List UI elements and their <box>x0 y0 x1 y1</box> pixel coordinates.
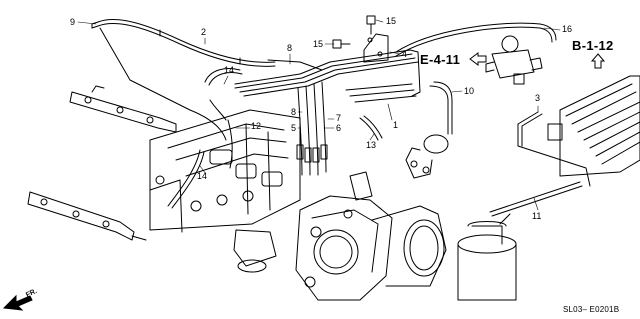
reference-e-4-11: E-4-11 <box>420 52 461 67</box>
callout-8-top: 8 <box>287 43 293 53</box>
vacuum-tube-2 <box>91 18 276 67</box>
fuel-rail-upper <box>69 85 177 133</box>
tube-13 <box>359 115 383 141</box>
solenoid-valve <box>485 35 543 85</box>
tube-11 <box>489 181 583 217</box>
callout-9: 9 <box>70 17 76 27</box>
reference-b-1-12: B-1-12 <box>572 38 614 53</box>
solid-arrow-down-left-icon <box>2 294 33 311</box>
bolt-15-left <box>332 39 351 49</box>
harness-line <box>99 27 227 141</box>
callout-10: 10 <box>464 86 475 96</box>
throttle-body <box>295 171 447 301</box>
egr-valve <box>405 134 449 179</box>
charcoal-canister <box>457 213 517 301</box>
callout-1: 1 <box>393 120 399 130</box>
callout-8-mid: 8 <box>291 107 297 117</box>
callout-2: 2 <box>201 27 207 37</box>
vacuum-tube-14 <box>167 68 243 209</box>
callout-14-bottom: 14 <box>197 171 208 181</box>
callout-12: 12 <box>251 121 262 131</box>
vertical-tubes <box>296 81 328 176</box>
intake-manifold <box>149 109 301 273</box>
callout-3: 3 <box>535 93 541 103</box>
bolt-15-top <box>366 15 376 35</box>
callout-15-top: 15 <box>386 16 397 26</box>
tube-bundle <box>234 49 421 103</box>
fuel-rail-lower <box>27 191 147 241</box>
callout-16: 16 <box>562 24 573 34</box>
engine-block <box>547 75 640 177</box>
callout-7: 7 <box>336 113 342 123</box>
hollow-arrow-up-icon <box>590 53 606 69</box>
diagram-code: SL03– E0201B <box>563 305 620 314</box>
callout-4: 4 <box>402 49 408 59</box>
leader-lines <box>77 19 561 211</box>
hollow-arrow-left-icon <box>469 52 487 66</box>
callout-11: 11 <box>532 211 542 221</box>
callout-5: 5 <box>291 123 297 133</box>
callout-14-top: 14 <box>224 65 235 75</box>
bracket-4 <box>363 33 389 63</box>
vacuum-tube-16 <box>395 22 557 57</box>
callout-6: 6 <box>336 123 342 133</box>
callout-13: 13 <box>366 140 377 150</box>
tube-10 <box>429 81 453 135</box>
callout-15-left: 15 <box>313 39 324 49</box>
